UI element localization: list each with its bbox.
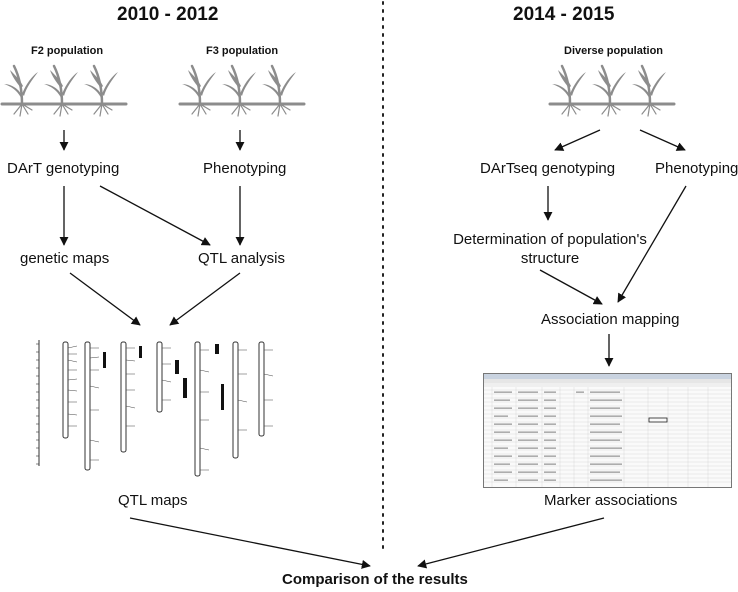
step-genetic-maps: genetic maps <box>20 250 110 267</box>
arrow-phenotyping-to-association <box>617 185 687 303</box>
cereal-plants-icon <box>0 64 128 117</box>
arrow-structure-to-association <box>539 269 603 305</box>
step-qtl-maps: QTL maps <box>118 492 188 509</box>
step-dartseq-genotyping: DArTseq genotyping <box>480 160 616 177</box>
arrow-maps-to-qtlmaps <box>69 272 141 326</box>
arrow-dart-to-qtl <box>99 185 211 246</box>
step-phenotyping-left: Phenotyping <box>203 160 287 177</box>
arrow-qtlmaps-to-comparison <box>129 517 371 569</box>
period-title-left: 2010 - 2012 <box>117 4 219 25</box>
spreadsheet-grid <box>484 374 731 487</box>
chromosome-map-figure <box>36 340 274 477</box>
step-marker-associations: Marker associations <box>544 492 678 509</box>
cereal-plants-icon <box>178 64 306 117</box>
step-association-mapping: Association mapping <box>541 311 680 328</box>
f2-population-label: F2 population <box>31 45 104 57</box>
spreadsheet-figure <box>483 373 732 488</box>
step-qtl-analysis: QTL analysis <box>198 250 285 267</box>
step-population-structure: Determination of population's structure <box>452 230 648 268</box>
arrow-qtl-to-qtlmaps <box>169 272 241 326</box>
comparison-of-results: Comparison of the results <box>282 571 468 588</box>
arrow-markers-to-comparison <box>417 517 605 569</box>
arrow-diverse-to-phenotyping <box>639 129 686 151</box>
arrow-diverse-to-dartseq <box>554 129 601 151</box>
step-dart-genotyping: DArT genotyping <box>7 160 120 177</box>
step-phenotyping-right: Phenotyping <box>655 160 738 177</box>
step-population-structure-text: Determination of population's structure <box>453 231 647 267</box>
diverse-population-label: Diverse population <box>564 45 664 57</box>
cereal-plants-icon <box>548 64 676 117</box>
period-title-right: 2014 - 2015 <box>513 4 615 25</box>
f3-population-label: F3 population <box>206 45 279 57</box>
